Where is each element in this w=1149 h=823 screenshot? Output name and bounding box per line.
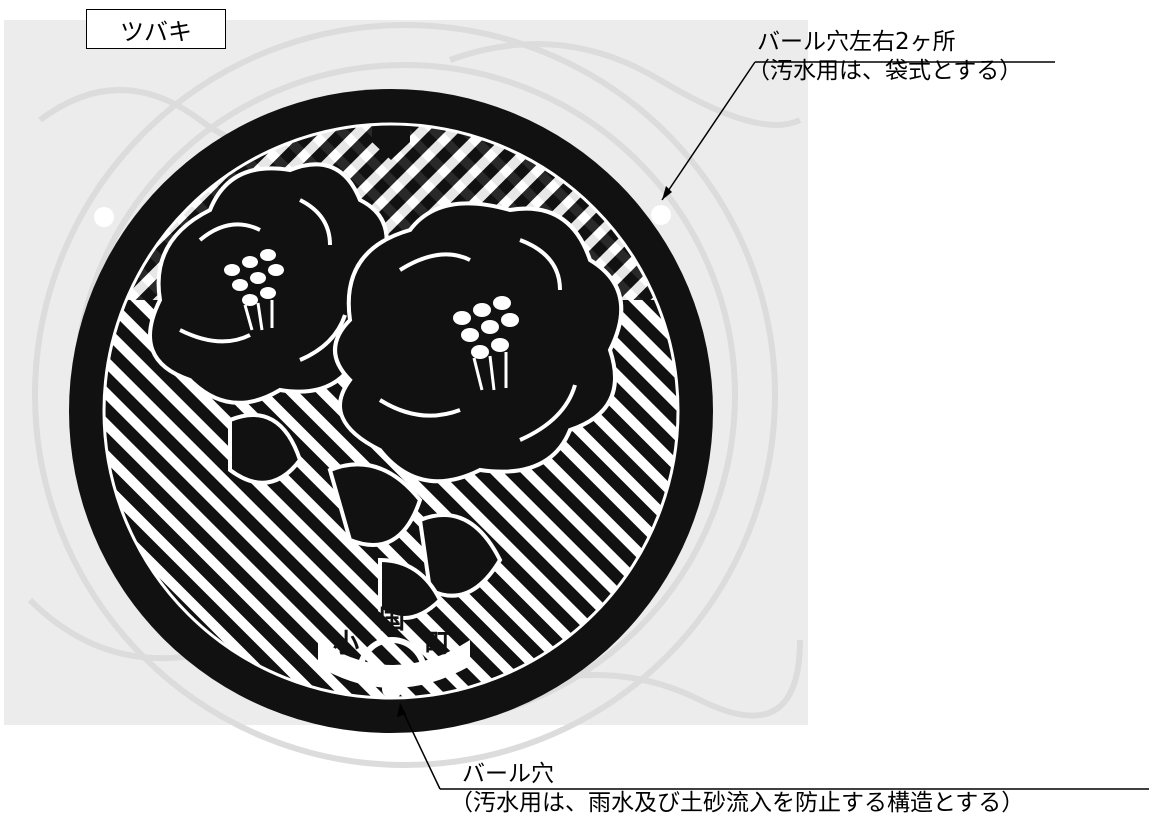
- callout-top-right: バール穴左右2ヶ所 （汚水用は、袋式とする）: [747, 28, 1022, 86]
- camellia-flower-icon: [148, 162, 394, 405]
- bar-hole-right: [651, 205, 671, 225]
- callout-top-right-line2: （汚水用は、袋式とする）: [747, 58, 1023, 84]
- cover-char-3: 町: [425, 629, 451, 659]
- bottom-arch: [357, 637, 427, 673]
- arrow-icon: [662, 186, 672, 200]
- bar-hole-left: [94, 207, 114, 227]
- callout-top-right-line1: バール穴左右2ヶ所: [757, 29, 956, 55]
- cover-text-band: [318, 640, 470, 688]
- camellia-flower-icon: [333, 201, 624, 484]
- callout-bottom-line2: （汚水用は、雨水及び土砂流入を防止する構造とする）: [450, 790, 1025, 816]
- leaves: [228, 413, 503, 620]
- callout-bottom-line1: バール穴: [462, 761, 554, 787]
- cover-char-2: 国: [379, 605, 405, 635]
- callout-leader-bottom: [399, 704, 1149, 790]
- callout-leader-top-right: [661, 61, 1055, 201]
- title-label: ツバキ: [86, 9, 226, 49]
- callout-bottom: バール穴 （汚水用は、雨水及び土砂流入を防止する構造とする）: [450, 760, 1024, 818]
- top-mark: [372, 124, 410, 160]
- arrow-icon: [397, 703, 406, 717]
- cover-char-1: 小: [333, 629, 359, 659]
